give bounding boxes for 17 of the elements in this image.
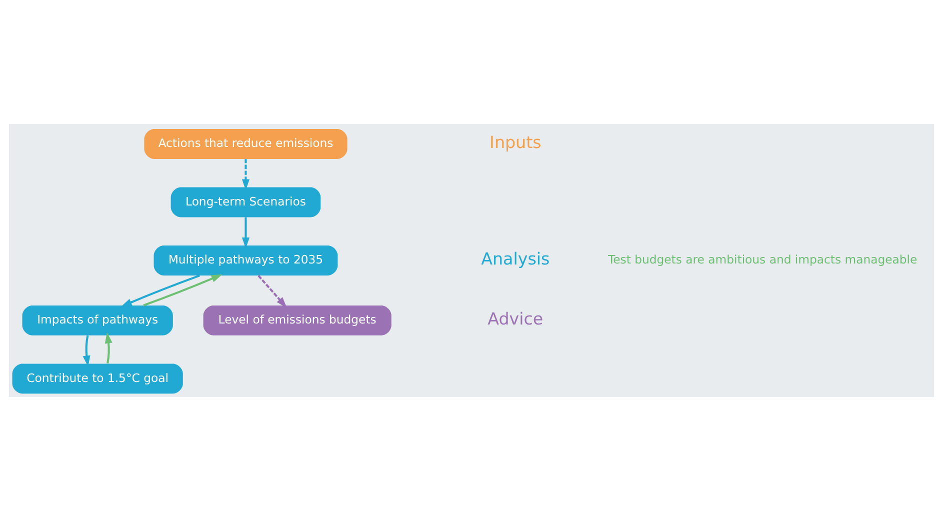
arrow — [121, 274, 200, 307]
node-box: Impacts of pathways — [22, 305, 173, 336]
node-box: Contribute to 1.5°C goal — [12, 364, 183, 394]
node-box: Multiple pathways to 2035 — [154, 246, 338, 276]
arrow — [82, 335, 90, 366]
arrow — [258, 275, 287, 308]
node-box: Long-term Scenarios — [170, 187, 321, 218]
label: Test budgets are ambitious and impacts manageable — [608, 252, 918, 267]
arrow — [242, 217, 250, 248]
arrow — [104, 332, 112, 364]
label: Analysis — [481, 250, 550, 269]
node-box: Level of emissions budgets — [203, 305, 392, 336]
node-box: Actions that reduce emissions — [144, 129, 348, 159]
label: Advice — [488, 310, 544, 329]
arrow — [143, 274, 222, 306]
arrow — [242, 159, 250, 190]
label: Inputs — [490, 133, 542, 152]
